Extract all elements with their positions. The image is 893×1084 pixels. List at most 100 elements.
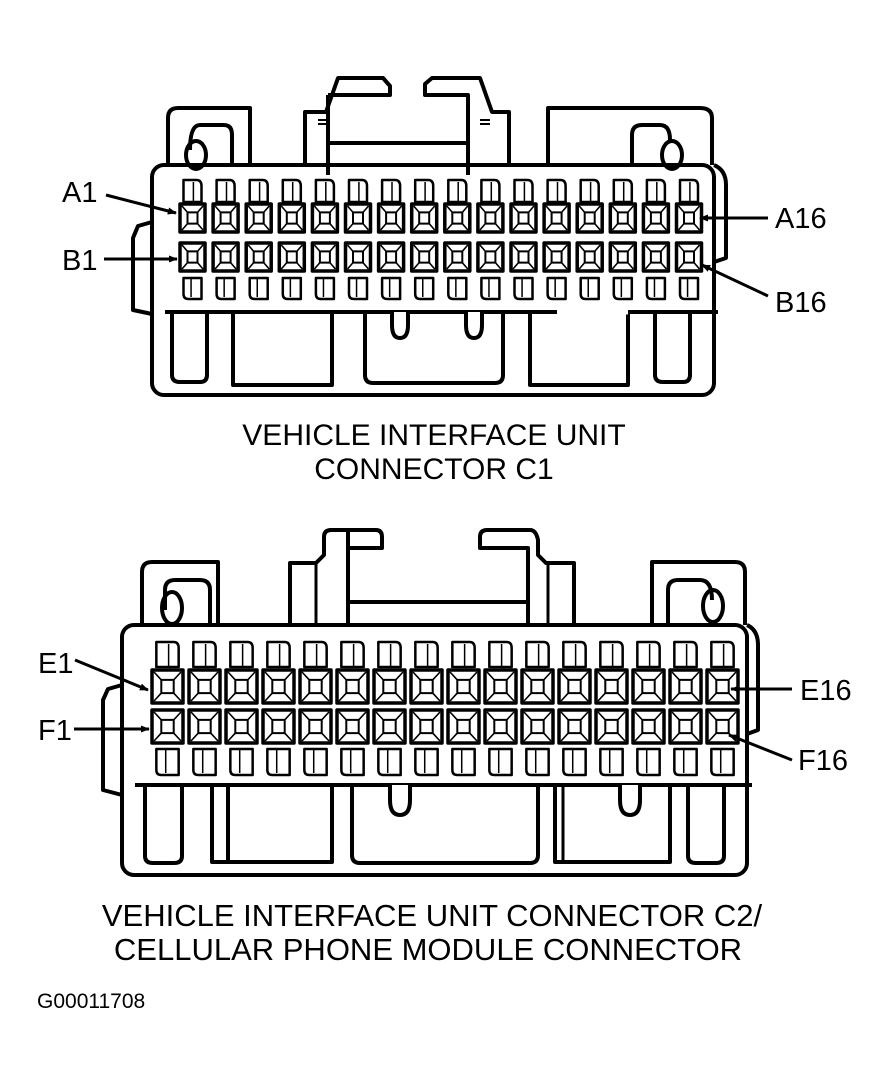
c2-caption-line-2: CELLULAR PHONE MODULE CONNECTOR (114, 932, 742, 967)
c2-lower-latch-3 (229, 747, 254, 777)
c2-left-ear (140, 560, 220, 626)
c1-lower-latch-15 (645, 276, 667, 301)
c1-caption-line-1: VEHICLE INTERFACE UNIT (242, 419, 625, 452)
pin-b9 (443, 241, 472, 273)
c2-upper-latch-10 (488, 640, 513, 669)
pin-f6 (335, 708, 370, 745)
c1-upper-latch-5 (314, 178, 336, 204)
pin-a1 (178, 202, 207, 234)
pin-e1 (150, 668, 185, 705)
figure-id: G00011708 (37, 990, 145, 1013)
pin-label-e1: E1 (38, 648, 73, 680)
c1-left-ear (166, 106, 252, 171)
pin-e14 (631, 668, 666, 705)
c1-lower-latch-7 (380, 276, 402, 301)
pin-b14 (608, 241, 638, 273)
pin-e15 (668, 668, 703, 705)
c2-lower-latch-12 (562, 747, 587, 777)
c2-right-lock (746, 623, 760, 736)
pin-f4 (261, 708, 296, 745)
c2-lower-latch-16 (710, 747, 735, 777)
c1-lower-latch-14 (612, 276, 634, 301)
pin-e4 (261, 668, 296, 705)
pin-a14 (608, 202, 638, 234)
c2-callouts: E1 F1 E16 F16 (38, 648, 852, 777)
c2-upper-latch-11 (525, 640, 550, 669)
c1-upper-latch-15 (645, 178, 667, 204)
c1-upper-latch-10 (480, 178, 501, 204)
c2-upper-latch-6 (340, 640, 365, 669)
pin-a6 (343, 202, 373, 234)
pin-e3 (224, 668, 259, 705)
c2-base (135, 783, 752, 865)
arrow-a1 (105, 193, 177, 215)
pin-b1 (178, 241, 207, 273)
pin-a15 (641, 202, 671, 234)
pin-f12 (557, 708, 592, 745)
pin-b5 (310, 241, 340, 273)
c1-upper-latch-9 (447, 178, 468, 204)
c2-upper-latch-1 (155, 640, 180, 669)
c1-upper-latch-1 (182, 178, 203, 204)
pin-f5 (298, 708, 333, 745)
pin-e2 (187, 668, 222, 705)
c2-upper-latch-3 (229, 640, 254, 669)
pin-e9 (446, 668, 481, 705)
c2-lower-latch-7 (377, 747, 402, 777)
c1-upper-latch-6 (347, 178, 369, 204)
c1-base (165, 309, 718, 387)
c2-upper-latch-4 (266, 640, 291, 669)
c1-left-lock (131, 220, 153, 316)
c2-lower-latch-2 (192, 747, 217, 777)
c1-lower-latch-8 (413, 276, 435, 301)
c1-lower-latch-5 (314, 276, 336, 301)
pin-b10 (476, 241, 505, 273)
pin-label-a16: A16 (775, 203, 827, 235)
c1-upper-latch-12 (546, 178, 567, 204)
c2-lower-latch-13 (599, 747, 624, 777)
pin-f8 (409, 708, 444, 745)
c1-lower-latch-10 (480, 276, 501, 301)
pin-a10 (476, 202, 505, 234)
c2-upper-latch-15 (673, 640, 698, 669)
c1-callouts: A1 B1 A16 B16 (62, 177, 827, 319)
pin-label-b16: B16 (775, 287, 827, 319)
c1-upper-latch-11 (513, 178, 534, 204)
c1-lower-latch-6 (347, 276, 369, 301)
c2-housing (120, 623, 749, 877)
connector-c1 (131, 76, 728, 397)
c1-right-lock (713, 163, 728, 264)
c2-lower-latch-11 (525, 747, 550, 777)
pin-a4 (277, 202, 307, 234)
pin-f14 (631, 708, 666, 745)
c2-upper-latch-14 (636, 640, 661, 669)
pin-f15 (668, 708, 703, 745)
c2-upper-latch-2 (192, 640, 217, 669)
pin-a13 (575, 202, 604, 234)
pin-e11 (520, 668, 555, 705)
c1-lower-latch-12 (546, 276, 567, 301)
c1-right-ear (546, 106, 714, 171)
pin-b8 (409, 241, 439, 273)
pin-b13 (575, 241, 604, 273)
pin-b7 (376, 241, 406, 273)
pin-b3 (244, 241, 273, 273)
pin-a9 (443, 202, 472, 234)
pin-f9 (446, 708, 481, 745)
c1-upper-latch-2 (215, 178, 236, 204)
c2-upper-latch-8 (414, 640, 439, 669)
c1-lower-latch-9 (447, 276, 468, 301)
pin-f1 (150, 708, 185, 745)
pin-a8 (409, 202, 439, 234)
c2-lower-latch-4 (266, 747, 291, 777)
c2-latch (288, 528, 576, 625)
c1-lower-latch-4 (281, 276, 303, 301)
connector-c2 (101, 528, 760, 877)
c2-upper-latch-16 (710, 640, 735, 669)
pin-a16 (674, 202, 704, 234)
pin-a5 (310, 202, 340, 234)
c2-upper-latch-13 (599, 640, 624, 669)
pin-label-b1: B1 (62, 245, 97, 277)
c2-upper-latch-7 (377, 640, 402, 669)
c1-upper-latch-7 (380, 178, 402, 204)
